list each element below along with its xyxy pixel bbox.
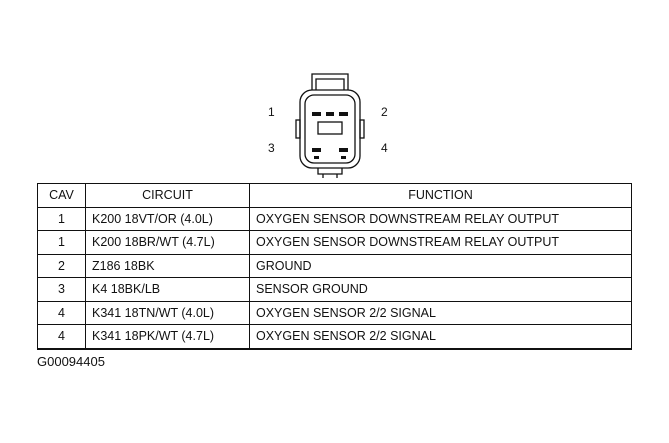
function-cell: OXYGEN SENSOR 2/2 SIGNAL <box>249 300 632 325</box>
cavity-2 <box>339 112 348 116</box>
function-cell: SENSOR GROUND <box>249 277 632 302</box>
header-function: FUNCTION <box>249 183 632 208</box>
cavity-3 <box>312 148 321 152</box>
cavity-key-top <box>326 112 334 116</box>
cav-cell: 4 <box>37 300 86 325</box>
circuit-cell: K341 18PK/WT (4.7L) <box>85 324 250 350</box>
connector-pinout-table: CAV CIRCUIT FUNCTION 1 K200 18VT/OR (4.0… <box>37 183 632 350</box>
table-header-row: CAV CIRCUIT FUNCTION <box>37 183 632 208</box>
cav-cell: 2 <box>37 253 86 278</box>
pin-label-4: 4 <box>381 141 388 155</box>
circuit-cell: Z186 18BK <box>85 253 250 278</box>
cavity-1 <box>312 112 321 116</box>
function-cell: GROUND <box>249 253 632 278</box>
header-circuit: CIRCUIT <box>85 183 250 208</box>
table-row: 2 Z186 18BK GROUND <box>37 253 632 278</box>
function-cell: OXYGEN SENSOR DOWNSTREAM RELAY OUTPUT <box>249 230 632 255</box>
table-row: 1 K200 18BR/WT (4.7L) OXYGEN SENSOR DOWN… <box>37 230 632 255</box>
table-row: 4 K341 18TN/WT (4.0L) OXYGEN SENSOR 2/2 … <box>37 300 632 325</box>
cav-cell: 4 <box>37 324 86 350</box>
circuit-cell: K200 18BR/WT (4.7L) <box>85 230 250 255</box>
cav-cell: 3 <box>37 277 86 302</box>
function-cell: OXYGEN SENSOR 2/2 SIGNAL <box>249 324 632 350</box>
table-row: 3 K4 18BK/LB SENSOR GROUND <box>37 277 632 302</box>
table-row: 4 K341 18PK/WT (4.7L) OXYGEN SENSOR 2/2 … <box>37 324 632 350</box>
pin-label-3: 3 <box>268 141 275 155</box>
cav-cell: 1 <box>37 230 86 255</box>
connector-face-diagram <box>295 73 365 178</box>
circuit-cell: K200 18VT/OR (4.0L) <box>85 206 250 231</box>
figure-id: G00094405 <box>37 354 105 369</box>
table-row: 1 K200 18VT/OR (4.0L) OXYGEN SENSOR DOWN… <box>37 206 632 231</box>
pin-label-2: 2 <box>381 105 388 119</box>
cav-cell: 1 <box>37 206 86 231</box>
pin-label-1: 1 <box>268 105 275 119</box>
circuit-cell: K4 18BK/LB <box>85 277 250 302</box>
header-cav: CAV <box>37 183 86 208</box>
function-cell: OXYGEN SENSOR DOWNSTREAM RELAY OUTPUT <box>249 206 632 231</box>
cavity-4 <box>339 148 348 152</box>
circuit-cell: K341 18TN/WT (4.0L) <box>85 300 250 325</box>
